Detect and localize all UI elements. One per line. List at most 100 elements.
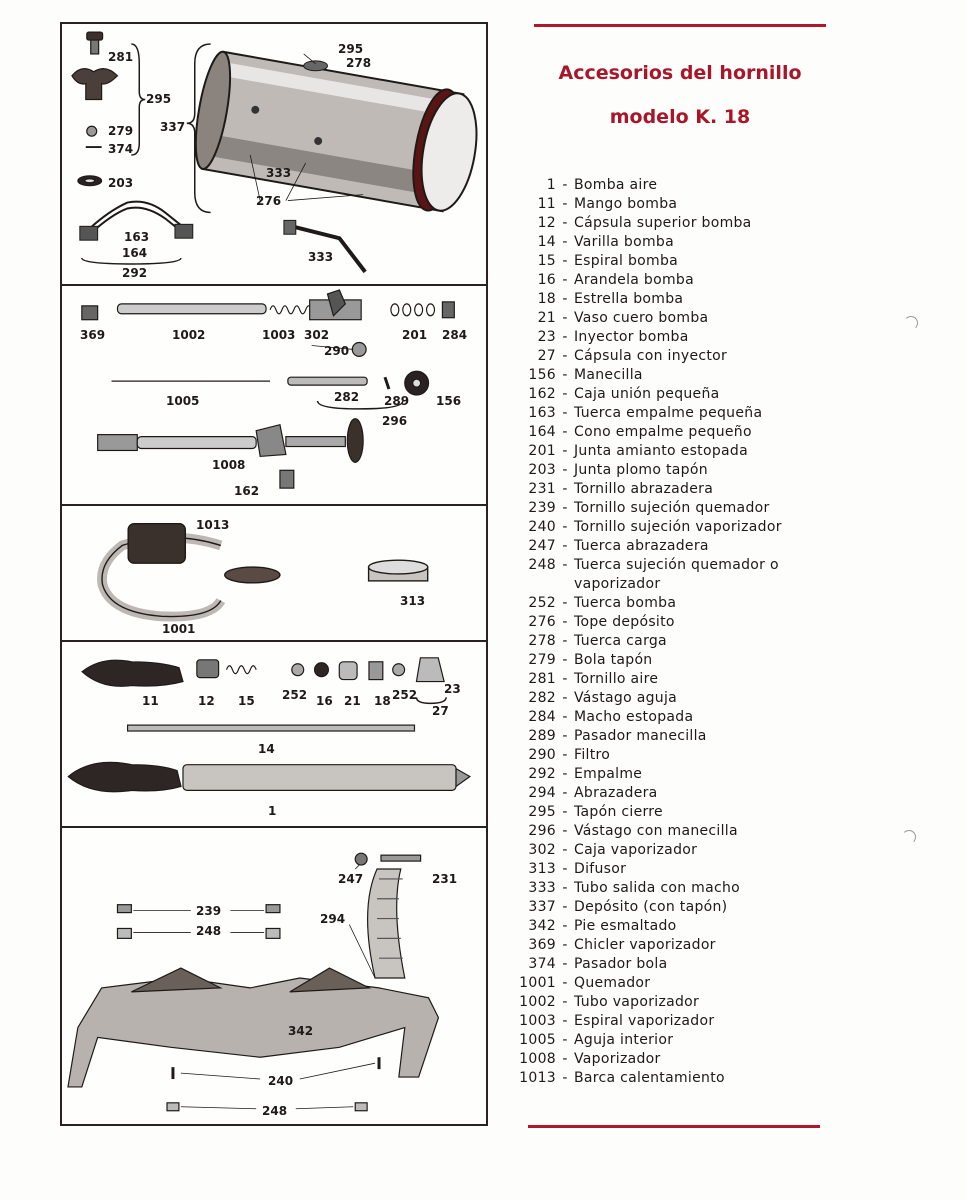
part-description: Inyector bomba bbox=[574, 329, 689, 345]
part-dash: - bbox=[562, 196, 568, 212]
panel-stand: 247 231 239 248 294 342 240 248 bbox=[62, 828, 486, 1126]
part-number: 284 bbox=[528, 709, 556, 725]
part-dash: - bbox=[562, 272, 568, 288]
part-dash: - bbox=[562, 766, 568, 782]
part-number: 296 bbox=[528, 823, 556, 839]
part-row: 203-Junta plomo tapón bbox=[518, 461, 808, 480]
part-row: 290-Filtro bbox=[518, 746, 808, 765]
label-248: 248 bbox=[196, 924, 222, 938]
part-dash: - bbox=[562, 861, 568, 877]
part-dash: - bbox=[562, 918, 568, 934]
label-295: 295 bbox=[146, 92, 172, 106]
part-number: 164 bbox=[528, 424, 556, 440]
part-row: 164-Cono empalme pequeño bbox=[518, 423, 808, 442]
part-dash: - bbox=[562, 652, 568, 668]
part-row: 1003-Espiral vaporizador bbox=[518, 1012, 808, 1031]
part-row: 231-Tornillo abrazadera bbox=[518, 480, 808, 499]
part-row: 14-Varilla bomba bbox=[518, 233, 808, 252]
part-number: 290 bbox=[528, 747, 556, 763]
part-description: Quemador bbox=[574, 975, 651, 991]
label-1008: 1008 bbox=[212, 458, 246, 472]
part-row: 374-Pasador bola bbox=[518, 955, 808, 974]
binder-hole bbox=[904, 316, 918, 330]
part-dash: - bbox=[562, 633, 568, 649]
part-description: Estrella bomba bbox=[574, 291, 684, 307]
label-164: 164 bbox=[122, 246, 148, 260]
part-row: 12-Cápsula superior bomba bbox=[518, 214, 808, 233]
part-dash: - bbox=[562, 690, 568, 706]
panel-vaporizer: 369 1002 1003 302 201 284 290 1005 282 2… bbox=[62, 286, 486, 506]
part-row: 1-Bomba aire bbox=[518, 176, 808, 195]
label-289: 289 bbox=[384, 394, 410, 408]
label-333b: 333 bbox=[308, 250, 334, 264]
part-description: Caja unión pequeña bbox=[574, 386, 720, 402]
part-description: Aguja interior bbox=[574, 1032, 674, 1048]
part-dash: - bbox=[562, 291, 568, 307]
part-number: 14 bbox=[537, 234, 556, 250]
part-description: Vástago aguja bbox=[574, 690, 678, 706]
part-description: Bomba aire bbox=[574, 177, 658, 193]
label-27: 27 bbox=[432, 704, 449, 718]
label-14: 14 bbox=[258, 742, 275, 756]
part-number: 239 bbox=[528, 500, 556, 516]
label-276: 276 bbox=[256, 194, 282, 208]
part-description: Tope depósito bbox=[574, 614, 675, 630]
label-333: 333 bbox=[266, 166, 292, 180]
part-description: Espiral bomba bbox=[574, 253, 679, 269]
part-dash: - bbox=[562, 253, 568, 269]
label-252: 252 bbox=[282, 688, 308, 702]
part-description: Vástago con manecilla bbox=[574, 823, 738, 839]
part-description: Barca calentamiento bbox=[574, 1070, 725, 1086]
part-row: 292-Empalme bbox=[518, 765, 808, 784]
label-1013: 1013 bbox=[196, 518, 230, 532]
part-dash: - bbox=[562, 538, 568, 554]
part-number: 1003 bbox=[519, 1013, 556, 1029]
part-number: 252 bbox=[528, 595, 556, 611]
part-row: 276-Tope depósito bbox=[518, 613, 808, 632]
part-description: Mango bomba bbox=[574, 196, 678, 212]
part-row: 23-Inyector bomba bbox=[518, 328, 808, 347]
exploded-diagram: 281 295 279 374 203 163 164 292 337 295 … bbox=[60, 22, 488, 1126]
label-1: 1 bbox=[268, 804, 277, 818]
label-296: 296 bbox=[382, 414, 408, 428]
part-row: 281-Tornillo aire bbox=[518, 670, 808, 689]
label-1003: 1003 bbox=[262, 328, 296, 342]
part-number: 342 bbox=[528, 918, 556, 934]
part-row: 240-Tornillo sujeción vaporizador bbox=[518, 518, 808, 537]
part-dash: - bbox=[562, 215, 568, 231]
part-row: 289-Pasador manecilla bbox=[518, 727, 808, 746]
part-row: 279-Bola tapón bbox=[518, 651, 808, 670]
part-dash: - bbox=[562, 386, 568, 402]
label-252b: 252 bbox=[392, 688, 418, 702]
part-row: 248-Tuerca sujeción quemador o vaporizad… bbox=[518, 556, 808, 594]
panel-burner: 1013 1001 313 bbox=[62, 506, 486, 642]
part-row: 27-Cápsula con inyector bbox=[518, 347, 808, 366]
part-row: 294-Abrazadera bbox=[518, 784, 808, 803]
label-203: 203 bbox=[108, 176, 134, 190]
part-dash: - bbox=[562, 481, 568, 497]
part-row: 201-Junta amianto estopada bbox=[518, 442, 808, 461]
label-337: 337 bbox=[160, 120, 186, 134]
label-281: 281 bbox=[108, 50, 134, 64]
part-dash: - bbox=[562, 880, 568, 896]
part-dash: - bbox=[562, 519, 568, 535]
part-dash: - bbox=[562, 937, 568, 953]
part-number: 1005 bbox=[519, 1032, 556, 1048]
part-dash: - bbox=[562, 899, 568, 915]
part-number: 289 bbox=[528, 728, 556, 744]
part-dash: - bbox=[562, 785, 568, 801]
label-290: 290 bbox=[324, 344, 350, 358]
stand-drawing bbox=[67, 852, 440, 1112]
label-313: 313 bbox=[400, 594, 426, 608]
part-number: 374 bbox=[528, 956, 556, 972]
part-dash: - bbox=[562, 348, 568, 364]
part-number: 248 bbox=[528, 557, 556, 573]
part-number: 302 bbox=[528, 842, 556, 858]
label-239: 239 bbox=[196, 904, 222, 918]
part-number: 333 bbox=[528, 880, 556, 896]
part-number: 281 bbox=[528, 671, 556, 687]
part-description: Tornillo abrazadera bbox=[574, 481, 714, 497]
part-dash: - bbox=[562, 1032, 568, 1048]
part-dash: - bbox=[562, 614, 568, 630]
